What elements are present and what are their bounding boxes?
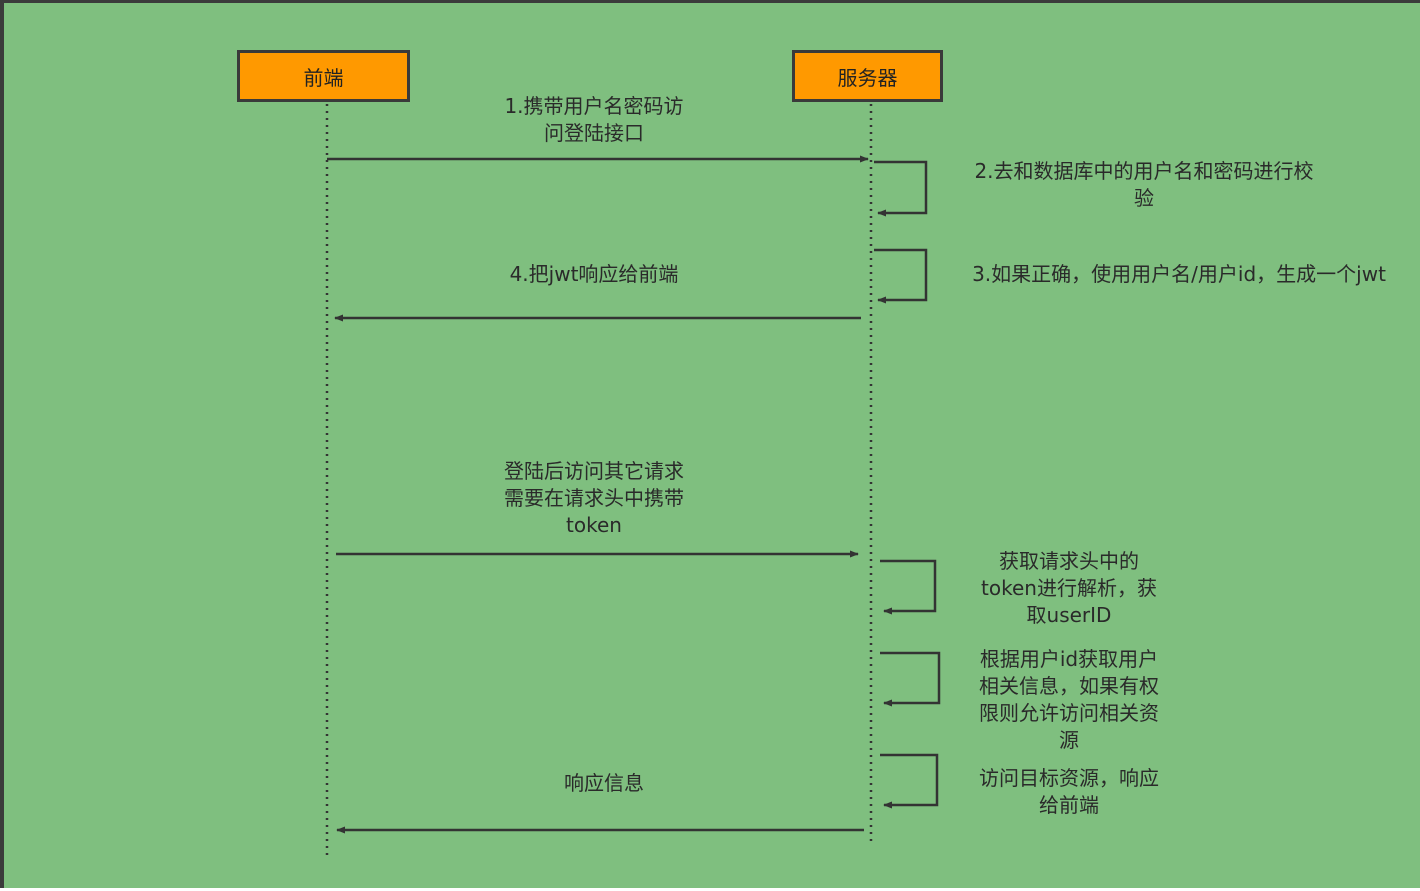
message-label-check-permission: 根据用户id获取用户 相关信息，如果有权 限则允许访问相关资 源: [979, 647, 1159, 752]
message-label-login-request: 1.携带用户名密码访 问登陆接口: [504, 94, 684, 145]
self-arrow-parse-token: [880, 559, 937, 615]
self-arrow-check-permission: [880, 651, 941, 707]
message-label-response-info: 响应信息: [564, 771, 644, 795]
diagram-lines: [325, 104, 941, 858]
participant-frontend: 前端: [237, 50, 410, 102]
self-arrow-access-resource: [880, 753, 939, 809]
self-arrow-generate-jwt: [874, 248, 928, 304]
message-label-request-with-token: 登陆后访问其它请求 需要在请求头中携带 token: [504, 459, 684, 537]
message-label-access-resource: 访问目标资源，响应 给前端: [979, 766, 1159, 817]
self-arrow-db-validate: [874, 160, 928, 217]
message-label-generate-jwt: 3.如果正确，使用用户名/用户id，生成一个jwt: [972, 262, 1386, 286]
participant-server: 服务器: [792, 50, 943, 102]
message-label-parse-token: 获取请求头中的 token进行解析，获 取userID: [981, 549, 1157, 627]
message-label-return-jwt: 4.把jwt响应给前端: [509, 262, 679, 286]
message-label-db-validate: 2.去和数据库中的用户名和密码进行校 验: [974, 159, 1314, 210]
